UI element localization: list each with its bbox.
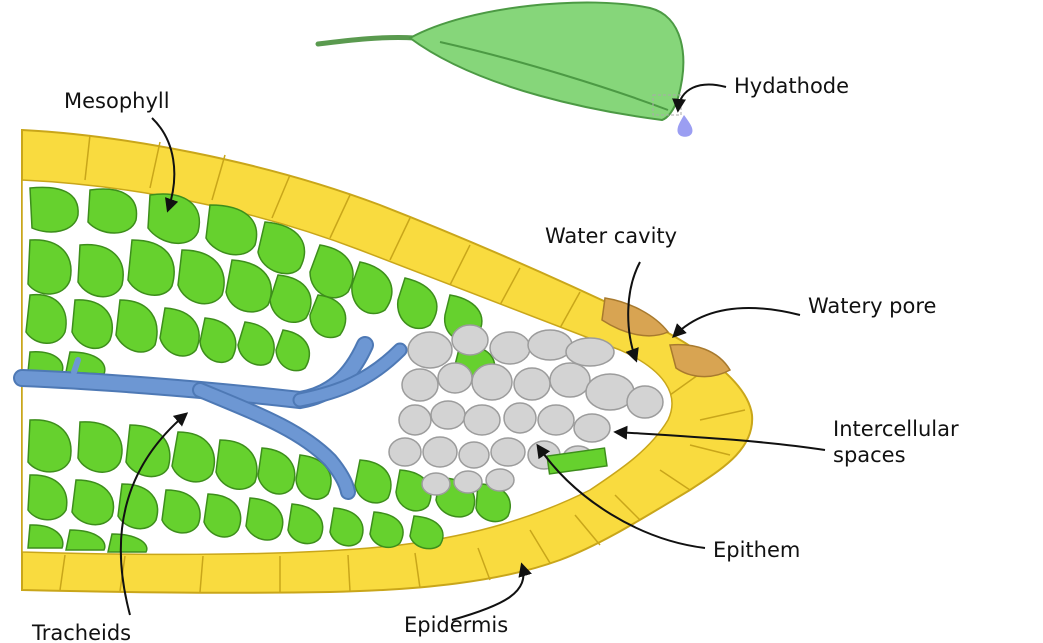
label-epidermis: Epidermis bbox=[404, 613, 508, 637]
leaf-blade bbox=[410, 2, 683, 120]
label-intercellular-line2: spaces bbox=[833, 443, 906, 467]
leaf-cross-section bbox=[22, 130, 752, 593]
arrow-hydathode bbox=[678, 85, 726, 110]
leaf-overview bbox=[318, 2, 692, 136]
label-epithem: Epithem bbox=[713, 538, 800, 562]
label-watery-pore: Watery pore bbox=[808, 294, 936, 318]
label-tracheids: Tracheids bbox=[31, 621, 131, 643]
label-mesophyll: Mesophyll bbox=[64, 89, 170, 113]
arrow-watery-pore bbox=[674, 308, 800, 336]
water-droplet bbox=[677, 115, 692, 137]
leaf-stem bbox=[318, 37, 415, 44]
label-water-cavity: Water cavity bbox=[545, 224, 677, 248]
label-hydathode: Hydathode bbox=[734, 74, 849, 98]
label-intercellular-line1: Intercellular bbox=[833, 417, 959, 441]
